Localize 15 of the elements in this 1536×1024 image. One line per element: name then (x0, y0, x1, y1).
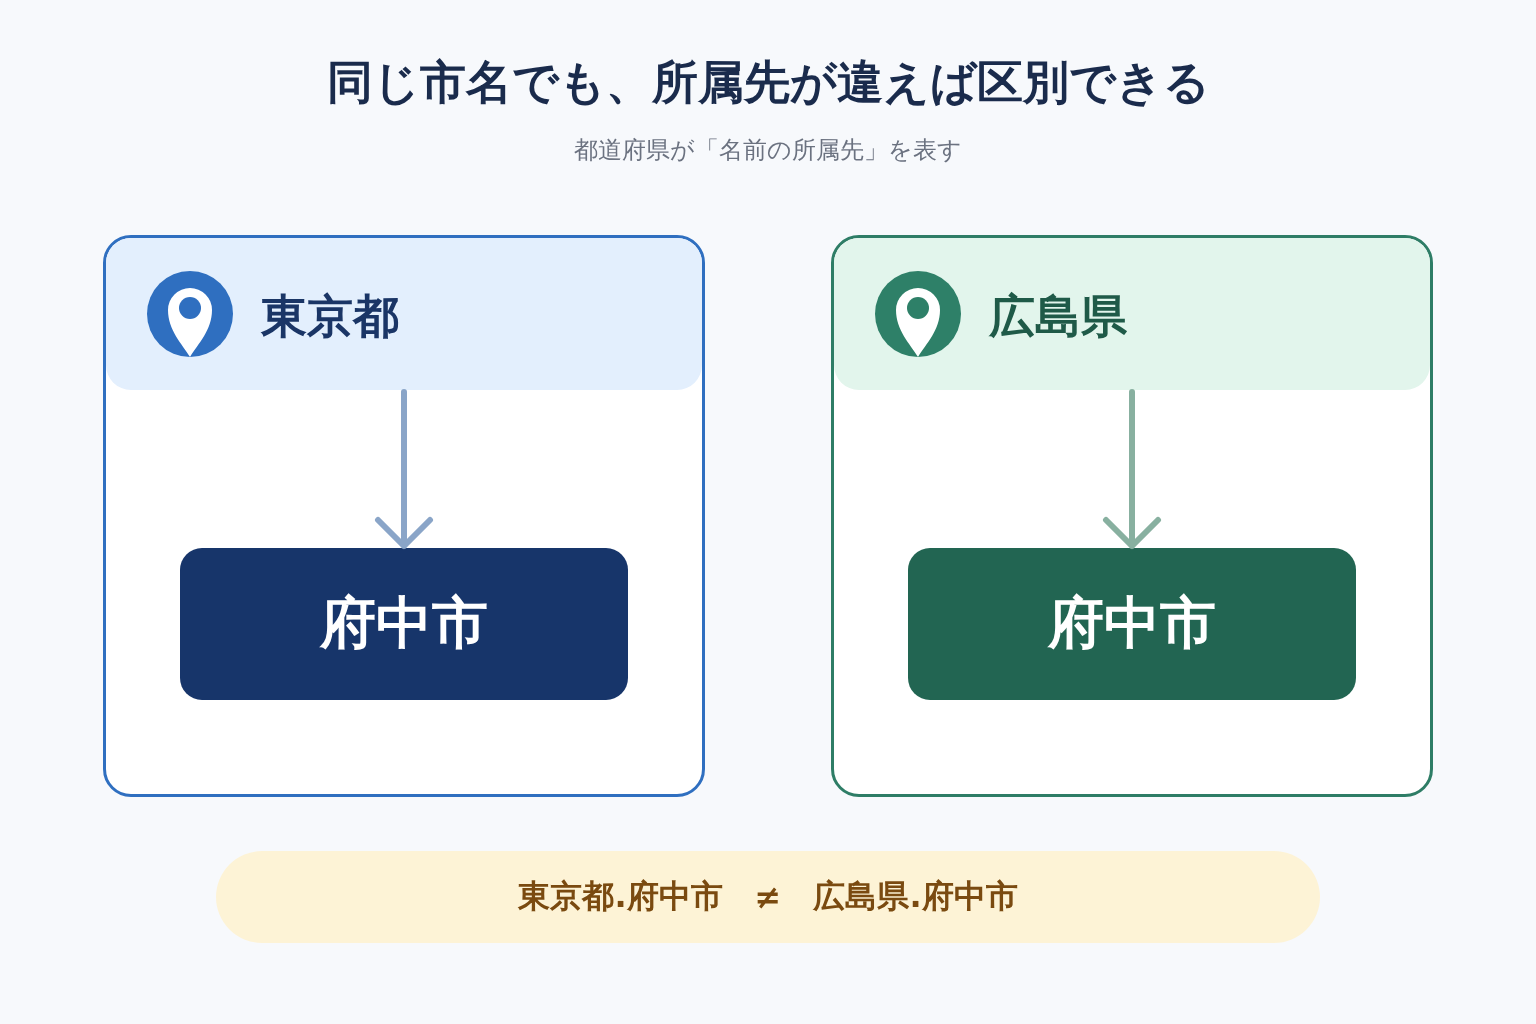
region-name: 広島県 (989, 288, 1127, 345)
qualified-name: 広島県.府中市 (813, 876, 1018, 917)
arrow (375, 389, 433, 549)
city-box: 府中市 (908, 548, 1356, 700)
card-header (106, 238, 702, 390)
card (831, 235, 1433, 797)
city-box: 府中市 (180, 548, 628, 700)
qualified-name: 東京都.府中市 (518, 876, 723, 917)
subtitle: 都道府県が「名前の所属先」を表す (573, 135, 963, 166)
card (103, 235, 705, 797)
card-header (834, 238, 1430, 390)
not-equal-sign: ≠ (754, 878, 782, 916)
arrow (1103, 389, 1161, 549)
title: 同じ市名でも、所属先が違えば区別できる (325, 54, 1211, 111)
region-name: 東京都 (261, 288, 399, 345)
